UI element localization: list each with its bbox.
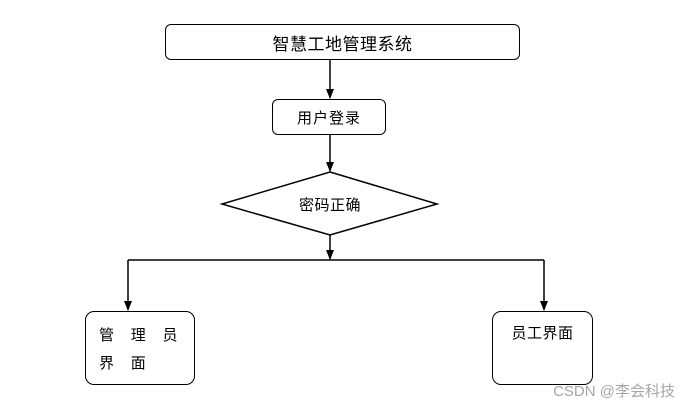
admin-interface-label: 管 理 员 界 面: [99, 326, 184, 372]
user-login-box: 用户登录: [272, 99, 386, 135]
system-title-label: 智慧工地管理系统: [272, 34, 413, 55]
user-login-label: 用户登录: [296, 108, 361, 127]
staff-interface-box: 员工界面: [492, 311, 593, 385]
admin-interface-box: 管 理 员 界 面: [85, 311, 195, 385]
system-title-box: 智慧工地管理系统: [165, 24, 520, 60]
staff-interface-label: 员工界面: [511, 324, 574, 342]
password-check-label: 密码正确: [298, 195, 361, 214]
csdn-watermark: CSDN @李会科技: [553, 383, 675, 400]
